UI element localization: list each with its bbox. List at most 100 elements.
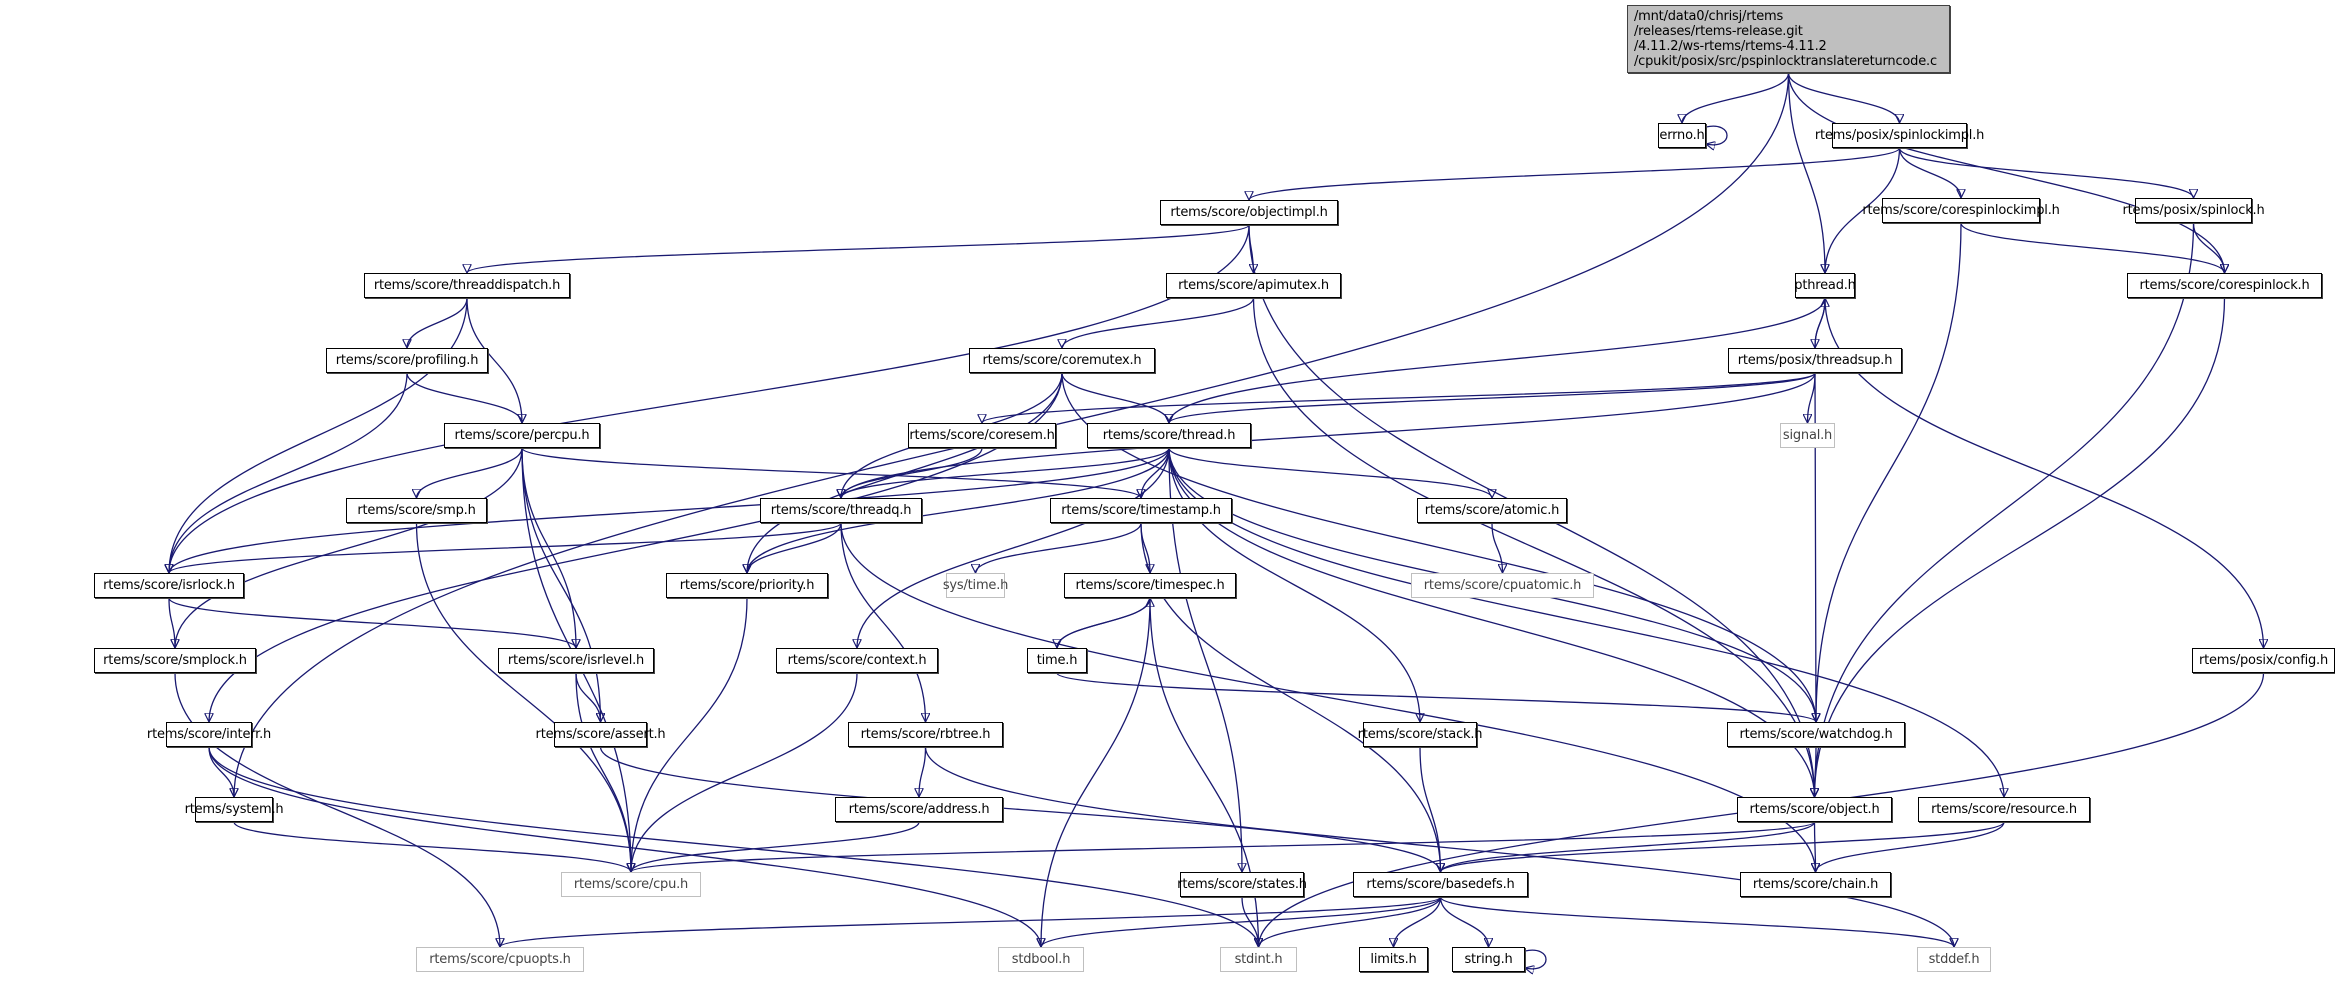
edge-percpu-to-isrlevel	[521, 447, 576, 648]
node-corespinlock[interactable]: rtems/score/corespinlock.h	[2127, 273, 2322, 298]
edge-context-to-cpu	[631, 672, 858, 872]
node-cpuopts: rtems/score/cpuopts.h	[416, 947, 584, 972]
node-timestamp[interactable]: rtems/score/timestamp.h	[1050, 498, 1232, 523]
node-resource[interactable]: rtems/score/resource.h	[1918, 797, 2090, 822]
node-isrlevel[interactable]: rtems/score/isrlevel.h	[498, 648, 654, 673]
node-stdbool: stdbool.h	[998, 947, 1084, 972]
edge-corespinlockimpl-to-watchdog	[1816, 222, 1962, 722]
node-timeh[interactable]: time.h	[1027, 648, 1087, 673]
node-timespec[interactable]: rtems/score/timespec.h	[1064, 573, 1236, 598]
node-smp[interactable]: rtems/score/smp.h	[346, 498, 487, 523]
edge-basedefs-to-string	[1439, 896, 1489, 948]
edge-resource-to-basedefs	[1441, 821, 2005, 873]
node-profiling[interactable]: rtems/score/profiling.h	[326, 348, 488, 373]
edge-threaddispatch-to-profiling	[407, 297, 468, 349]
edge-profiling-to-percpu	[406, 372, 522, 424]
edge-priority-to-cpu	[631, 597, 748, 872]
node-chain[interactable]: rtems/score/chain.h	[1740, 872, 1891, 897]
node-threaddispatch[interactable]: rtems/score/threaddispatch.h	[364, 273, 570, 298]
edge-spinlockimpl-to-objectimpl	[1249, 147, 1901, 201]
node-object[interactable]: rtems/score/object.h	[1737, 797, 1892, 822]
edge-string-to-string	[1525, 949, 1547, 969]
node-smplock[interactable]: rtems/score/smplock.h	[94, 648, 256, 673]
node-basedefs[interactable]: rtems/score/basedefs.h	[1353, 872, 1528, 897]
edge-threadsup-to-thread	[1169, 372, 1816, 424]
node-string[interactable]: string.h	[1452, 947, 1525, 972]
edge-stack-to-basedefs	[1419, 746, 1441, 872]
node-rbtree[interactable]: rtems/score/rbtree.h	[848, 722, 1003, 747]
node-system[interactable]: rtems/system.h	[185, 797, 284, 822]
node-assert[interactable]: rtems/score/assert.h	[536, 722, 666, 747]
node-coresem[interactable]: rtems/score/coresem.h	[908, 423, 1056, 448]
node-watchdog[interactable]: rtems/score/watchdog.h	[1727, 722, 1905, 747]
edge-threadq-to-priority	[747, 522, 842, 574]
edge-threadq-to-isrlock	[169, 522, 842, 574]
edge-root-to-pthread	[1787, 72, 1826, 273]
edge-resource-to-chain	[1816, 821, 2005, 873]
node-pthread[interactable]: pthread.h	[1794, 273, 1856, 298]
node-apimutex[interactable]: rtems/score/apimutex.h	[1166, 273, 1341, 298]
node-interr[interactable]: rtems/score/interr.h	[147, 722, 271, 747]
node-coremutex[interactable]: rtems/score/coremutex.h	[969, 348, 1155, 373]
edge-root-to-errno	[1682, 72, 1790, 124]
edge-percpu-to-smp	[417, 447, 523, 499]
edge-timeh-to-watchdog	[1056, 672, 1816, 723]
edge-root-to-corespinlock	[1787, 72, 2225, 273]
edge-smp-to-cpu	[415, 522, 632, 872]
edge-threaddispatch-to-percpu	[466, 297, 522, 423]
edge-isrlock-to-isrlevel	[168, 597, 576, 649]
edge-percpu-to-smplock	[175, 447, 523, 648]
edge-threadsup-to-coresem	[982, 372, 1816, 424]
node-cpuatomic: rtems/score/cpuatomic.h	[1411, 573, 1594, 598]
node-threadq[interactable]: rtems/score/threadq.h	[760, 498, 922, 523]
node-limits[interactable]: limits.h	[1359, 947, 1428, 972]
node-stddef: stddef.h	[1917, 947, 1991, 972]
edge-basedefs-to-limits	[1394, 896, 1442, 948]
edge-spinlockimpl-to-posixspinlock	[1898, 147, 2194, 199]
node-address[interactable]: rtems/score/address.h	[835, 797, 1003, 822]
edge-posixspinlock-to-object	[1815, 222, 2195, 797]
node-context[interactable]: rtems/score/context.h	[776, 648, 938, 673]
edge-threadsup-to-pthread	[1814, 298, 1825, 349]
node-states[interactable]: rtems/score/states.h	[1177, 872, 1307, 897]
edge-thread-to-isrlock	[169, 447, 1170, 574]
node-spinlockimpl[interactable]: rtems/posix/spinlockimpl.h	[1815, 123, 1984, 148]
edge-isrlevel-to-cpu	[575, 672, 631, 872]
edge-basedefs-to-stddef	[1439, 896, 1955, 948]
node-systime: sys/time.h	[943, 573, 1008, 598]
edge-corespinlock-to-object	[1815, 297, 2226, 797]
node-errno[interactable]: errno.h	[1658, 123, 1706, 148]
edge-percpu-to-timestamp	[521, 447, 1141, 499]
edge-threadq-to-rbtree	[840, 522, 926, 722]
edge-percpu-to-assert	[521, 447, 601, 722]
node-stdint: stdint.h	[1220, 947, 1297, 972]
node-percpu[interactable]: rtems/score/percpu.h	[444, 423, 600, 448]
edge-interr-to-stdint	[208, 746, 1259, 947]
node-threadsup[interactable]: rtems/posix/threadsup.h	[1728, 348, 1902, 373]
edge-address-to-cpu	[631, 821, 920, 873]
edge-coresem-to-threadq	[841, 447, 983, 499]
edge-objectimpl-to-threaddispatch	[467, 224, 1250, 274]
edge-interr-to-system	[208, 746, 234, 797]
node-priority[interactable]: rtems/score/priority.h	[666, 573, 828, 598]
node-posixconfig[interactable]: rtems/posix/config.h	[2192, 648, 2335, 673]
edge-rbtree-to-address	[919, 746, 927, 797]
root-file-node: /mnt/data0/chrisj/rtems /releases/rtems-…	[1627, 5, 1950, 73]
edge-spinlockimpl-to-corespinlockimpl	[1898, 147, 1962, 199]
edge-object-to-basedefs	[1441, 821, 1816, 873]
edge-basedefs-to-stdint	[1259, 896, 1442, 948]
node-stack[interactable]: rtems/score/stack.h	[1358, 722, 1483, 747]
edge-watchdog-to-object	[1815, 746, 1817, 797]
node-thread[interactable]: rtems/score/thread.h	[1087, 423, 1251, 448]
node-isrlock[interactable]: rtems/score/isrlock.h	[94, 573, 244, 598]
node-objectimpl[interactable]: rtems/score/objectimpl.h	[1160, 200, 1338, 225]
node-corespinlockimpl[interactable]: rtems/score/corespinlockimpl.h	[1862, 198, 2060, 223]
edge-atomic-to-cpuatomic	[1491, 522, 1503, 573]
edge-thread-to-context	[857, 447, 1170, 648]
node-posixspinlock[interactable]: rtems/posix/spinlock.h	[2123, 198, 2265, 223]
edge-apimutex-to-coremutex	[1062, 297, 1255, 349]
node-atomic[interactable]: rtems/score/atomic.h	[1417, 498, 1567, 523]
edge-profiling-to-isrlock	[169, 372, 408, 573]
edge-threadsup-to-signal	[1808, 372, 1816, 423]
